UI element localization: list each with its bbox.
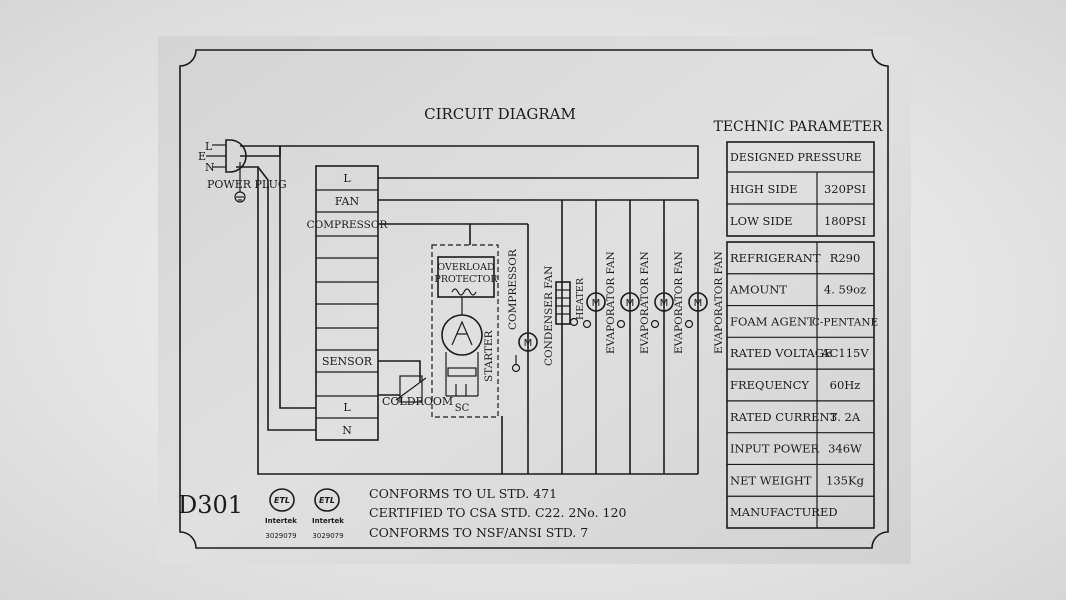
parameter-value: 346W [828,442,862,456]
etl-logo-icon [269,488,295,512]
etl-mark-text: ETL [319,496,335,505]
parameter-label: INPUT POWER [730,442,820,456]
wiring [236,145,699,475]
terminal-compressor: COMPRESSOR [307,219,389,231]
evaporator-fan-2: M [616,292,640,329]
model-number: D301 [178,491,243,519]
parameter-value: C-PENTANE [812,316,878,328]
ground-icon [582,319,592,329]
etl-mark-number: 3029079 [312,532,343,540]
parameter-title: TECHNIC PARAMETER [714,119,883,135]
parameter-rows: HIGH SIDE 320PSI LOW SIDE 180PSI REFRIGERANT… [727,182,878,519]
ground-icon [511,363,521,373]
parameter-value: 135Kg [826,473,865,487]
etl-mark-text: ETL [274,496,290,505]
parameter-label: FOAM AGENT [730,314,815,328]
overload-label-2: PROTECTOR [434,274,498,285]
coldroom-sensor: COLDROOM [378,360,453,408]
starter-label: STARTER [483,329,495,382]
compressor-assembly: OVERLOAD PROTECTOR SC [431,244,499,418]
etl-mark-sub: Intertek [265,517,297,525]
evaporator-fan-1: M [582,292,606,329]
evaporator-fan-3: M [650,292,674,329]
ground-icon [234,191,246,203]
ground-icon [616,319,626,329]
overload-label-1: OVERLOAD [437,262,495,273]
terminal-fan: FAN [335,195,360,208]
etl-mark-sub: Intertek [312,517,344,525]
terminal-l-bottom: L [343,401,351,414]
parameter-label: HIGH SIDE [730,182,797,196]
parameter-label: RATED CURRENT [730,410,838,424]
parameter-value: 3. 2A [830,410,861,424]
terminal-sensor: SENSOR [322,355,373,368]
terminal-block: L FAN COMPRESSOR SENSOR L N [307,165,389,441]
parameter-value: 60Hz [830,378,861,392]
power-plug: L E N POWER PLUG [198,139,287,203]
overload-protector [437,256,495,298]
condenser-fan-motor-icon [518,332,538,352]
parameter-label: MANUFACTURED [730,505,838,519]
evaporator-fan-3-label: EVAPORATOR FAN [673,251,685,354]
condenser-fan-label: CONDENSER FAN [543,266,555,366]
plug-l-label: L [205,140,213,153]
evaporator-fan-motor-icon [586,292,606,312]
plug-e-label: E [198,150,206,163]
evaporator-fan-motor-icon [688,292,708,312]
parameter-label: RATED VOLTAGE [730,346,832,360]
motor-symbol: M [626,298,635,309]
compressor-label: COMPRESSOR [507,248,519,330]
etl-mark-number: 3029079 [265,532,296,540]
parameter-value: 4. 59oz [824,283,866,297]
parameter-label: FREQUENCY [730,378,809,392]
parameter-value: 180PSI [824,214,866,228]
motor-symbol: M [694,298,703,309]
cert-line-2: CERTIFIED TO CSA STD. C22. 2No. 120 [369,505,626,520]
designed-pressure-label: DESIGNED PRESSURE [730,151,862,164]
parameter-table: DESIGNED PRESSURE [726,141,875,529]
parameter-value: AC115V [820,346,869,360]
evaporator-fan-motor-icon [620,292,640,312]
ground-icon [650,319,660,329]
sc-label: SC [455,403,470,414]
motor-symbol: M [592,298,601,309]
evaporator-fan-motor-icon [654,292,674,312]
parameter-label: LOW SIDE [730,214,793,228]
evaporator-fan-4-label: EVAPORATOR FAN [713,251,725,354]
coldroom-label: COLDROOM [382,395,453,408]
etl-mark-1: ETL Intertek 3029079 [265,488,297,540]
evaporator-fan-1-label: EVAPORATOR FAN [605,251,617,354]
etl-logo-icon [314,488,340,512]
motor-symbol: M [524,338,533,349]
condenser-fan: M [511,332,538,373]
parameter-label: REFRIGERANT [730,251,821,265]
plate-background [158,36,911,564]
ground-icon [569,317,579,327]
parameter-label: AMOUNT [729,283,787,297]
terminal-l-top: L [343,172,351,185]
parameter-value: 320PSI [824,182,866,196]
motor-symbol: M [660,298,669,309]
heater [555,281,579,327]
ground-icon [684,319,694,329]
heater-label: HEATER [575,277,586,320]
etl-mark-2: ETL Intertek 3029079 [312,488,344,540]
heater-element-icon [555,281,571,325]
evaporator-fan-4: M [684,292,708,329]
diagram-title: CIRCUIT DIAGRAM [424,105,576,123]
cert-line-3: CONFORMS TO NSF/ANSI STD. 7 [369,525,588,540]
evaporator-fan-2-label: EVAPORATOR FAN [639,251,651,354]
parameter-label: NET WEIGHT [730,473,812,487]
terminal-n-bottom: N [342,424,352,437]
plate-border [179,49,889,549]
parameter-value: R290 [830,251,861,265]
cert-line-1: CONFORMS TO UL STD. 471 [369,486,557,501]
plug-label: POWER PLUG [207,178,287,191]
plug-n-label: N [205,161,215,174]
